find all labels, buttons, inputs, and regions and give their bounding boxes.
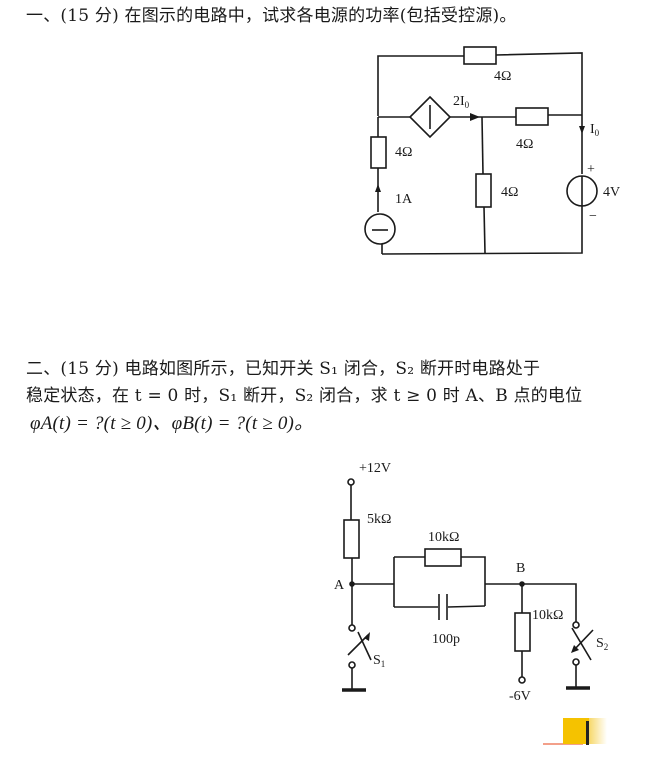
supply-neg-label: -6V [509, 689, 531, 704]
switch1-label: S1 [373, 653, 385, 669]
problem-2-line-3: φA(t) = ?(t ≥ 0)、φB(t) = ?(t ≥ 0)。 [30, 413, 314, 434]
wire-center-lower [483, 206, 486, 254]
switch2-arrow-icon [571, 645, 579, 653]
terminal-12v [347, 478, 355, 486]
capacitor-label: 100p [432, 632, 460, 647]
current-I0-label: I0 [590, 122, 600, 138]
wire-bottom [381, 206, 583, 255]
node-B-label: B [516, 561, 525, 576]
switch2-label: S2 [596, 636, 608, 652]
resistor-10k-top [424, 548, 462, 567]
resistor-10k-top-label: 10kΩ [428, 530, 459, 545]
arrow-icon [470, 113, 480, 121]
wire-center-down [481, 116, 484, 175]
circuit-1: 4Ω 2I0 4Ω 4Ω 1A 4Ω I0 + 4V − [364, 46, 620, 255]
wire-top [377, 55, 464, 116]
switch1-arrow-line [357, 631, 372, 661]
circuit-2: +12V 5kΩ A 10kΩ 100p B 10kΩ -6V [334, 461, 608, 704]
resistor-mid-label: 4Ω [516, 137, 533, 152]
watermark-logo-icon [563, 718, 589, 744]
resistor-top [463, 46, 497, 65]
resistor-center [475, 173, 492, 208]
problem-1-title: 一、(15 分) 在图示的电路中，试求各电源的功率(包括受控源)。 [26, 6, 517, 26]
problem-2-line-1: 二、(15 分) 电路如图所示，已知开关 S₁ 闭合，S₂ 断开时电路处于 [26, 359, 541, 379]
node-A-label: A [334, 578, 345, 593]
watermark-logo-bar [586, 721, 589, 745]
wire-r10k-right [461, 556, 486, 606]
current-source-label: 1A [395, 192, 413, 207]
wire-B-to-S2 [522, 583, 577, 622]
dep-source-label: 2I0 [453, 94, 470, 110]
switch1-terminal-bottom [348, 661, 356, 669]
watermark-logo-fade [589, 718, 607, 744]
switch1-terminal-top [348, 624, 356, 632]
switch2-blade [571, 627, 592, 661]
resistor-10k-right-label: 10kΩ [532, 608, 563, 623]
resistor-left [370, 136, 387, 169]
resistor-5k [343, 519, 360, 559]
watermark-underline [543, 743, 583, 745]
terminal-neg6v [518, 676, 526, 684]
plus-sign: + [587, 162, 595, 177]
resistor-left-label: 4Ω [395, 145, 412, 160]
current-source [364, 213, 396, 245]
resistor-5k-label: 5kΩ [367, 512, 391, 527]
resistor-center-label: 4Ω [501, 185, 518, 200]
arrow-down-icon [579, 126, 585, 134]
resistor-top-label: 4Ω [494, 69, 511, 84]
supply-pos-label: +12V [359, 461, 391, 476]
problem-2-line-2: 稳定状态，在 t = 0 时，S₁ 断开，S₂ 闭合，求 t ≥ 0 时 A、B… [26, 386, 583, 406]
resistor-mid [515, 107, 549, 126]
switch2-terminal-bottom [572, 658, 580, 666]
wire-cap-right [447, 605, 486, 608]
voltage-source-label: 4V [603, 185, 620, 200]
minus-sign: − [589, 209, 597, 224]
switch1-arrow-icon [364, 632, 370, 641]
resistor-10k-right [514, 612, 531, 652]
switch2-terminal-top [572, 621, 580, 629]
arrow-up-icon [375, 184, 381, 192]
wire-top-right [495, 52, 583, 112]
